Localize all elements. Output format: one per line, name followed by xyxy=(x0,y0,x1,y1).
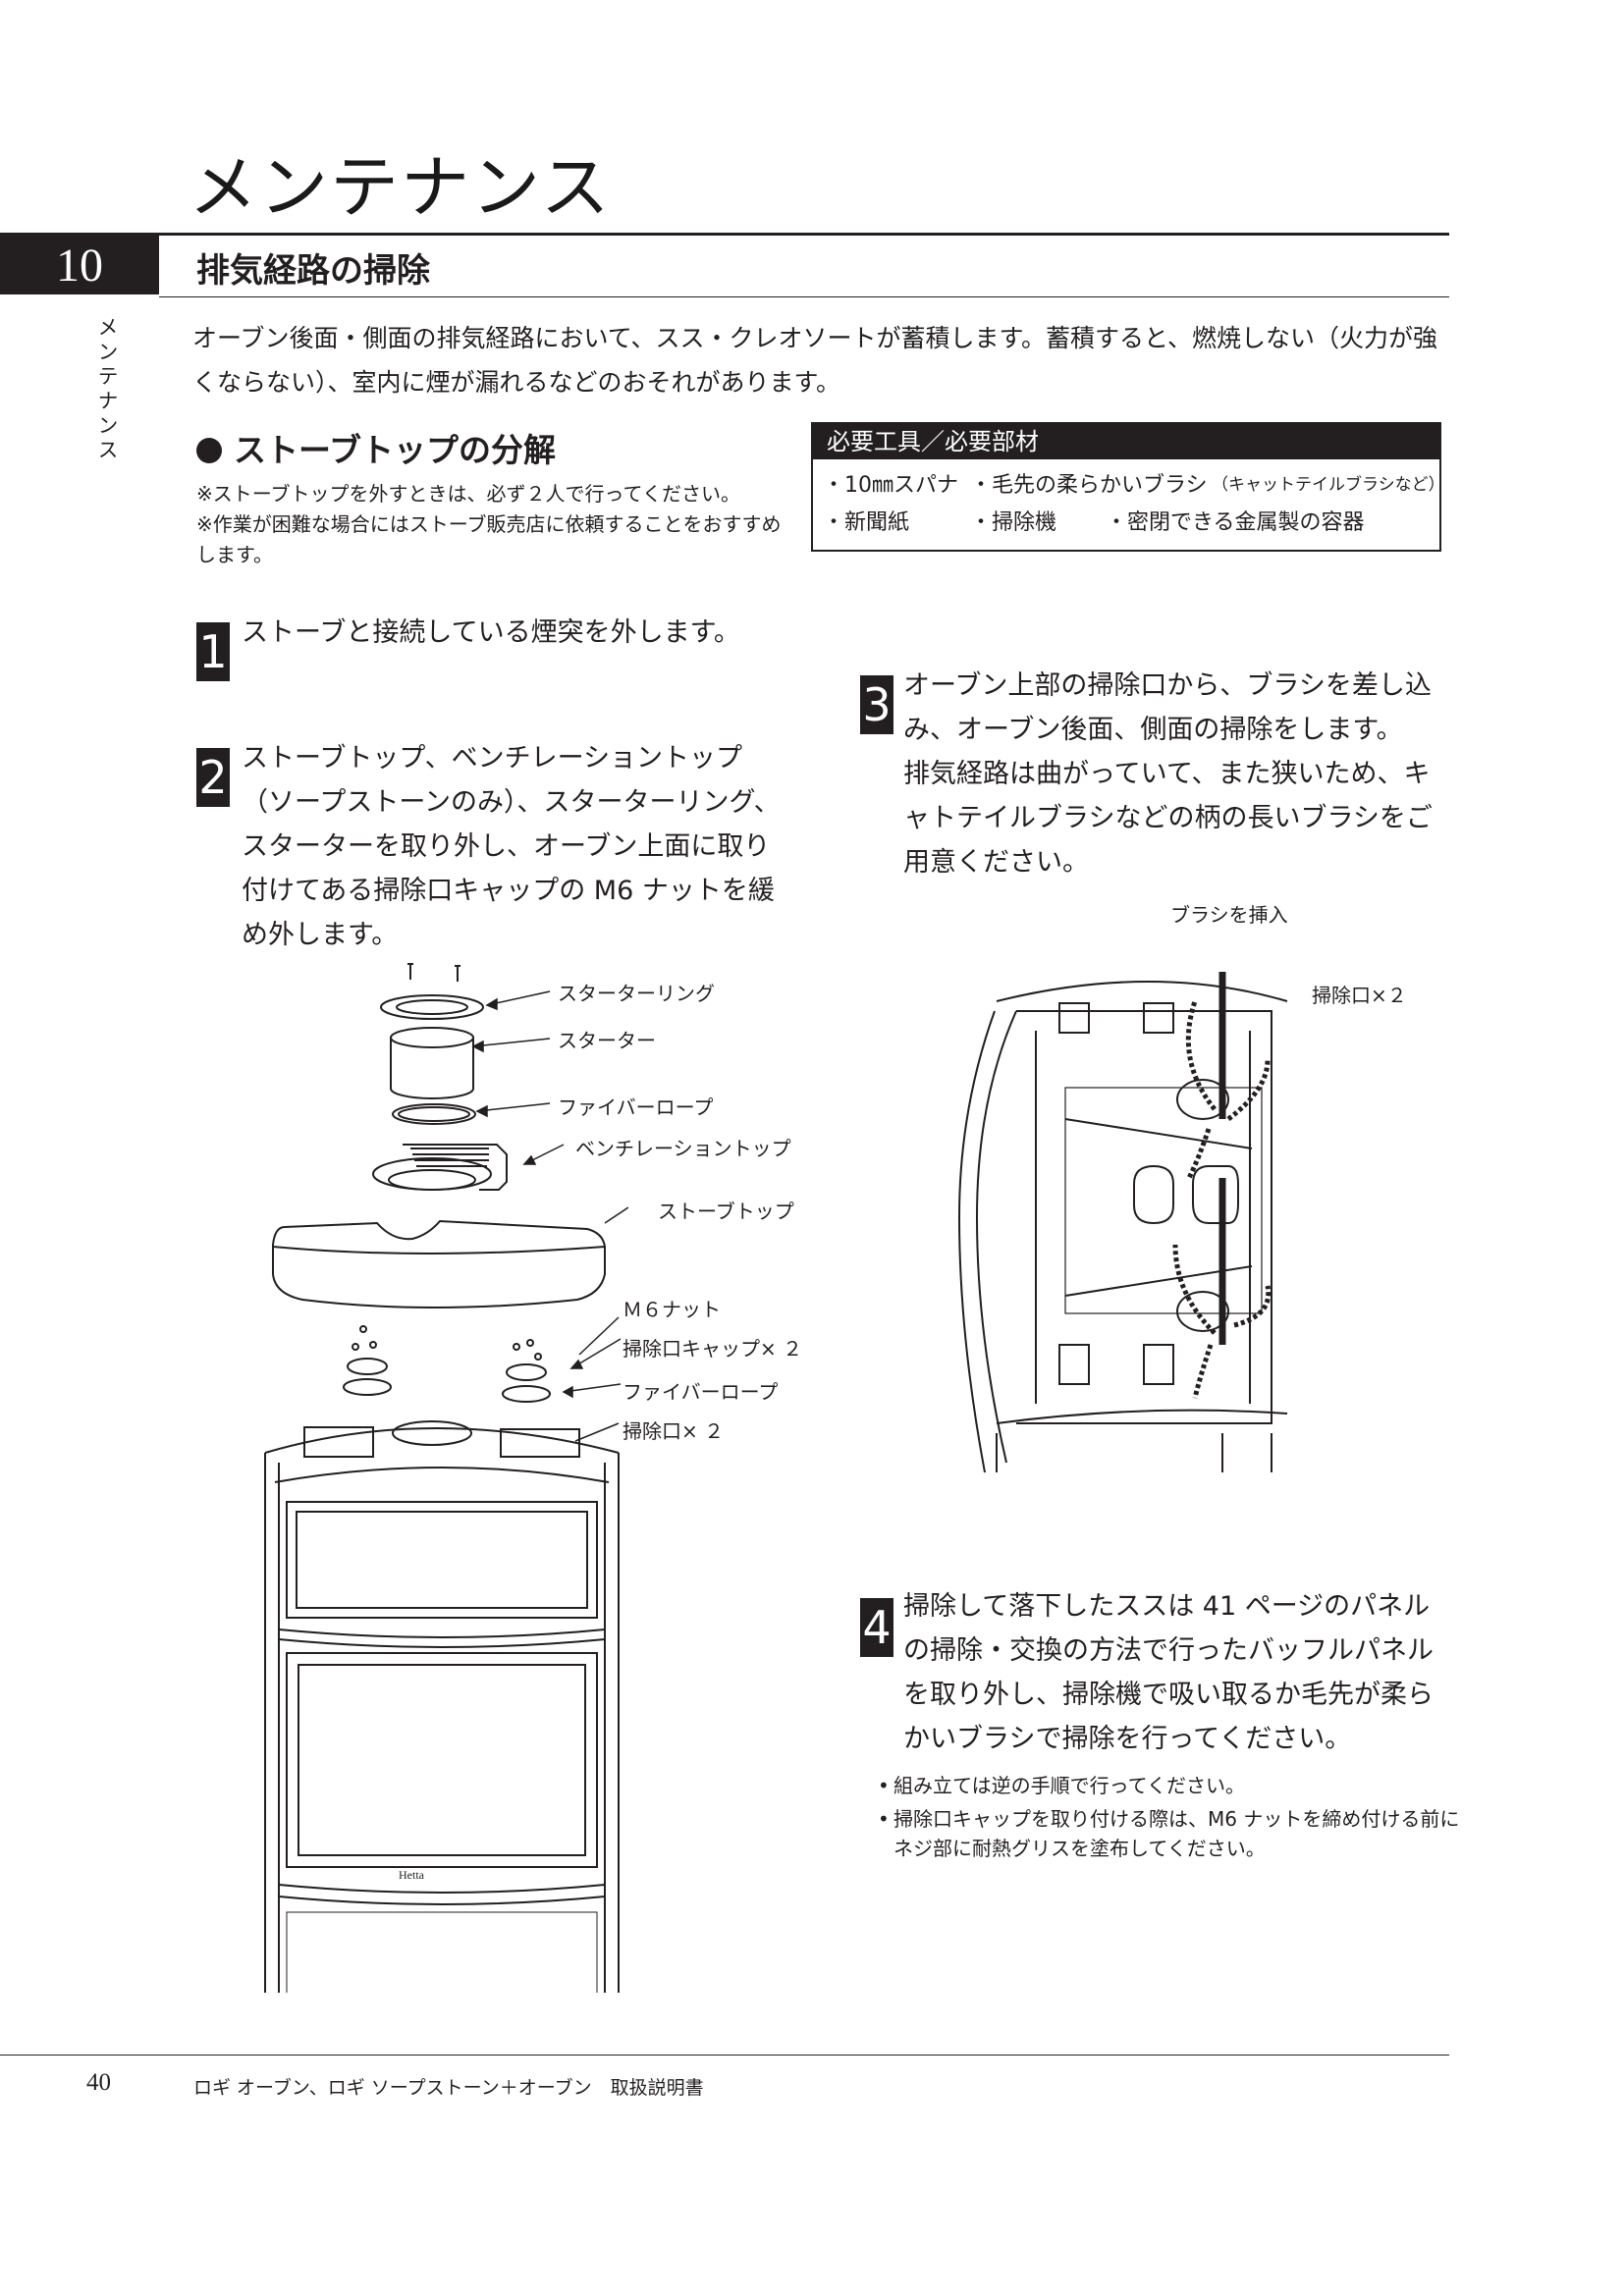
bullet-1: 組み立ては逆の手順で行ってください。 xyxy=(878,1771,1463,1800)
tool-newspaper: ・新聞紙 xyxy=(823,510,910,535)
label-starter-ring: スターターリング xyxy=(558,982,715,1005)
header-rule xyxy=(0,233,1449,236)
intro-text: オーブン後面・側面の排気経路において、スス・クレオソートが蓄積します。蓄積すると… xyxy=(192,324,1438,397)
tool-spanner: ・10㎜スパナ xyxy=(823,473,958,498)
bullet-dot-icon xyxy=(196,438,222,463)
side-tab: メンテナンス xyxy=(95,316,119,463)
chapter-title: メンテナンス xyxy=(189,147,612,228)
figure-stove-exploded: Hetta xyxy=(264,963,620,1993)
step-3-subtext: 排気経路は曲がっていて、また狭いため、キャトテイルブラシなどの柄の長いブラシをご… xyxy=(903,759,1433,878)
step-3-text: オーブン上部の掃除口から、ブラシを差し込み、オーブン後面、側面の掃除をします。 xyxy=(903,670,1432,745)
tools-title: 必要工具／必要部材 xyxy=(813,424,1439,459)
label-cleaning-port-fig2: 掃除口×２ xyxy=(1312,984,1407,1007)
tools-box: 必要工具／必要部材 ・10㎜スパナ ・毛先の柔らかいブラシ （キャットテイルブラ… xyxy=(811,422,1445,552)
step-4-number: 4 xyxy=(860,1598,893,1657)
note-1: ※ストーブトップを外すときは、必ず２人で行ってください。 xyxy=(196,482,740,506)
footer-rule xyxy=(0,2055,1449,2056)
label-cleaning-port: 掃除口× ２ xyxy=(623,1419,725,1443)
section-number: 10 xyxy=(0,236,159,294)
label-fiber-rope-1: ファイバーロープ xyxy=(558,1095,714,1119)
page-number: 40 xyxy=(86,2069,111,2096)
step-1-text: ストーブと接続している煙突を外します。 xyxy=(242,617,740,648)
stove-brand: Hetta xyxy=(399,1868,425,1882)
section-rule xyxy=(159,296,1449,297)
tool-vacuum: ・掃除機 xyxy=(970,510,1057,535)
label-cleaning-cap: 掃除口キャップ× ２ xyxy=(623,1337,803,1361)
step-4-text: 掃除して落下したススは 41 ページのパネルの掃除・交換の方法で行ったバッフルパ… xyxy=(903,1591,1434,1754)
footer-title: ロギ オーブン、ロギ ソープストーン＋オーブン 取扱説明書 xyxy=(193,2077,704,2099)
label-fiber-rope-2: ファイバーロープ xyxy=(623,1380,779,1404)
label-insert-brush: ブラシを挿入 xyxy=(1170,903,1288,927)
bullet-2: 掃除口キャップを取り付ける際は、M6 ナットを締め付ける前にネジ部に耐熱グリスを… xyxy=(878,1804,1463,1863)
label-starter: スターター xyxy=(558,1029,656,1052)
subsection-heading: ストーブトップの分解 xyxy=(196,424,556,471)
step-2-number: 2 xyxy=(196,748,230,807)
figure-oven-interior xyxy=(957,972,1288,1473)
section-title: 排気経路の掃除 xyxy=(196,251,430,291)
figure-1-leaders xyxy=(471,990,628,1442)
note-2: ※作業が困難な場合にはストーブ販売店に依頼することをおすすめします。 xyxy=(196,512,782,566)
step-1-number: 1 xyxy=(196,622,230,681)
label-stove-top: ストーブトップ xyxy=(658,1200,794,1223)
tool-container: ・密閉できる金属製の容器 xyxy=(1106,510,1365,535)
tool-brush: ・毛先の柔らかいブラシ xyxy=(970,473,1208,498)
subsection-title: ストーブトップの分解 xyxy=(234,431,557,469)
step-3-number: 3 xyxy=(860,675,893,734)
step-2-text: ストーブトップ、ベンチレーショントップ（ソープストーンのみ）、スターターリング、… xyxy=(242,743,781,950)
tool-brush-note: （キャットテイルブラシなど） xyxy=(1212,475,1445,495)
label-vent-top: ベンチレーショントップ xyxy=(575,1137,791,1160)
label-m6-nut: Ｍ６ナット xyxy=(623,1298,721,1321)
